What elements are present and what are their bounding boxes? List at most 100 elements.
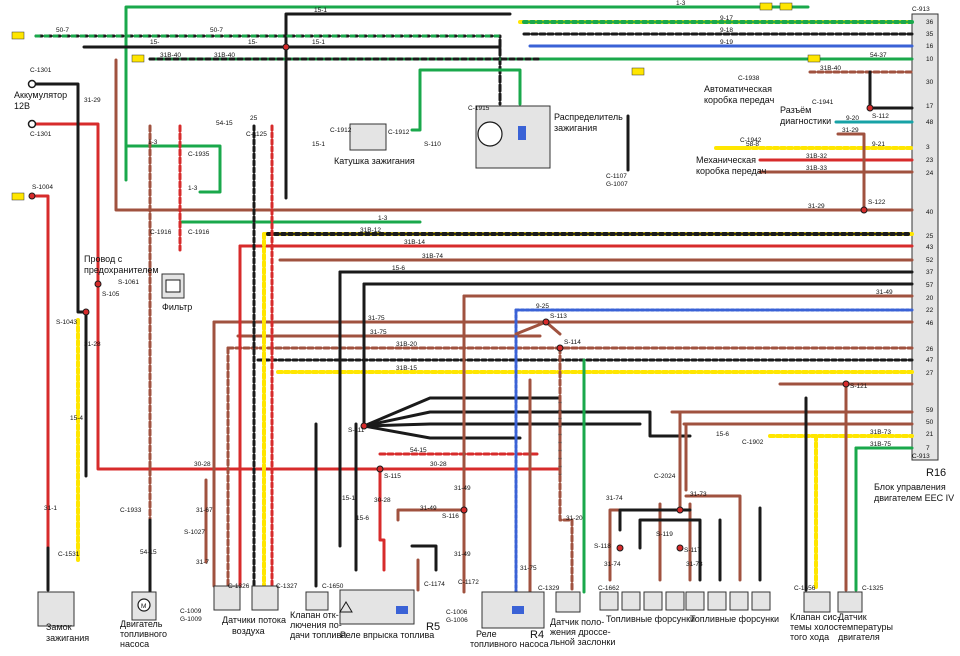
distributor-title-1: Распределитель	[554, 112, 623, 122]
connector-label: S-114	[564, 339, 581, 346]
relay-r4-ref: R4	[530, 629, 544, 641]
connector-label: C-1006	[446, 609, 468, 616]
connector-label: S-121	[850, 383, 868, 390]
fuel-cutoff-title-1: Клапан отк-	[290, 610, 339, 620]
capacitor-icon	[165, 279, 181, 293]
ecu-pin-list: 36 35 16 10 30 17 48 3 23 24 40 25 43 52…	[926, 19, 934, 452]
flag-icon	[759, 2, 773, 11]
wire-31-49-relay	[396, 508, 462, 522]
splice-dot	[542, 318, 550, 326]
relay-r4-coil-icon	[512, 606, 524, 614]
splice-dot	[842, 380, 850, 388]
wire-code: 9-17	[720, 15, 733, 22]
wire-30-28-v	[378, 467, 386, 572]
wire-code: S-110	[424, 141, 441, 148]
wires	[34, 5, 914, 594]
connector-label: C-1327	[276, 583, 298, 590]
connector-label: S-115	[384, 473, 401, 480]
wire-code: 31B-40	[160, 52, 181, 59]
ecu-pin: 25	[926, 233, 934, 240]
connector-label: S-117	[684, 547, 701, 554]
connector-label: S-1004	[32, 184, 53, 191]
ecu-pin: 27	[926, 370, 934, 377]
wire-15-1-top	[284, 12, 512, 200]
wire-code: 31-67	[196, 507, 213, 514]
wire-code: 15-4	[70, 415, 83, 422]
connector-label: S-1027	[184, 529, 205, 536]
ecu-pin: 26	[926, 346, 934, 353]
splice-dots	[28, 43, 874, 552]
wire-code: 31B-74	[422, 253, 443, 260]
wire-code: 31B-32	[806, 153, 827, 160]
ecu-connector-bottom: C-913	[912, 453, 930, 460]
manual-gearbox-title-1: Механическая	[696, 155, 756, 165]
splice-dot	[28, 192, 36, 200]
splice-dot	[866, 104, 874, 112]
wire-s111-fan4	[362, 424, 522, 440]
wire-9-25-kink	[514, 320, 562, 336]
connector-label: C-1916	[150, 229, 172, 236]
injector-8	[751, 591, 771, 611]
wire-code: 54-37	[870, 52, 887, 59]
wire-code: 31B-33	[806, 165, 827, 172]
battery-title-1: Аккумулятор	[14, 90, 67, 100]
relay-r5-coil-icon	[396, 606, 408, 614]
ecu-pin: 59	[926, 407, 934, 414]
ecu-pin: 30	[926, 79, 934, 86]
components	[37, 105, 863, 629]
ecu-pin: 21	[926, 431, 934, 438]
connector-label: C-1531	[58, 551, 80, 558]
flag-icon	[11, 31, 25, 40]
ecu-pin: 36	[926, 19, 934, 26]
injector-3	[643, 591, 663, 611]
connector-label: C-1941	[812, 99, 834, 106]
wire-code: 31-29	[84, 97, 101, 104]
airflow-sensor-2	[251, 585, 279, 611]
coil-box	[349, 123, 387, 151]
wire-31-20-v	[558, 346, 574, 594]
battery-terminals	[27, 79, 37, 129]
connector-label: C-1912	[388, 129, 410, 136]
connector-label: C-1009	[180, 608, 202, 615]
distributor-module-icon	[518, 126, 526, 140]
ecu-pin: 16	[926, 43, 934, 50]
wire-code: 9-25	[536, 303, 549, 310]
wire-code: 31-75	[370, 329, 387, 336]
injector-1	[599, 591, 619, 611]
connector-label: G-1006	[446, 617, 468, 624]
airflow-sensor-1	[213, 585, 241, 611]
wire-code: 54-15	[216, 120, 233, 127]
fuel-pump-motor-title-3: насоса	[120, 639, 149, 649]
filter-title: Фильтр	[162, 302, 192, 312]
wire-s111-fan2	[362, 410, 692, 438]
splice-dot	[460, 506, 468, 514]
throttle-title-2: жения дроссе-	[550, 627, 611, 637]
connector-label: C-1656	[794, 585, 816, 592]
wire-15-1-relay	[410, 544, 438, 572]
fused-wire-title-1: Провод с	[84, 254, 123, 264]
wire-code-labels: 50-7 50-7 15- 15- 15-1 15-1 31B-40 31B-4…	[44, 0, 893, 572]
connector-label: S-112	[872, 113, 889, 120]
connector-label: C-1933	[120, 507, 142, 514]
wire-inj-k1	[618, 508, 692, 532]
ignition-switch-box	[37, 591, 75, 627]
wire-code: 54-15	[410, 447, 427, 454]
connector-label: G-1007	[606, 181, 628, 188]
connector-label: S-1061	[118, 279, 139, 286]
ignition-switch-title-2: зажигания	[46, 633, 89, 643]
relay-r4-title-2: топливного насоса	[470, 639, 549, 649]
symbols: M	[137, 121, 526, 614]
wire-code: 9-19	[720, 39, 733, 46]
connector-flags	[11, 2, 821, 201]
wire-code: 15-6	[356, 515, 369, 522]
wire-code: 1-3	[188, 185, 198, 192]
injector-4	[665, 591, 685, 611]
wire-code: 31B-20	[396, 341, 417, 348]
fuel-pump-motor-title-1: Двигатель	[120, 619, 163, 629]
connector-label: C-1301	[30, 67, 52, 74]
wire-code: 54-15	[140, 549, 157, 556]
idle-valve-box	[803, 591, 831, 613]
injector-2	[621, 591, 641, 611]
